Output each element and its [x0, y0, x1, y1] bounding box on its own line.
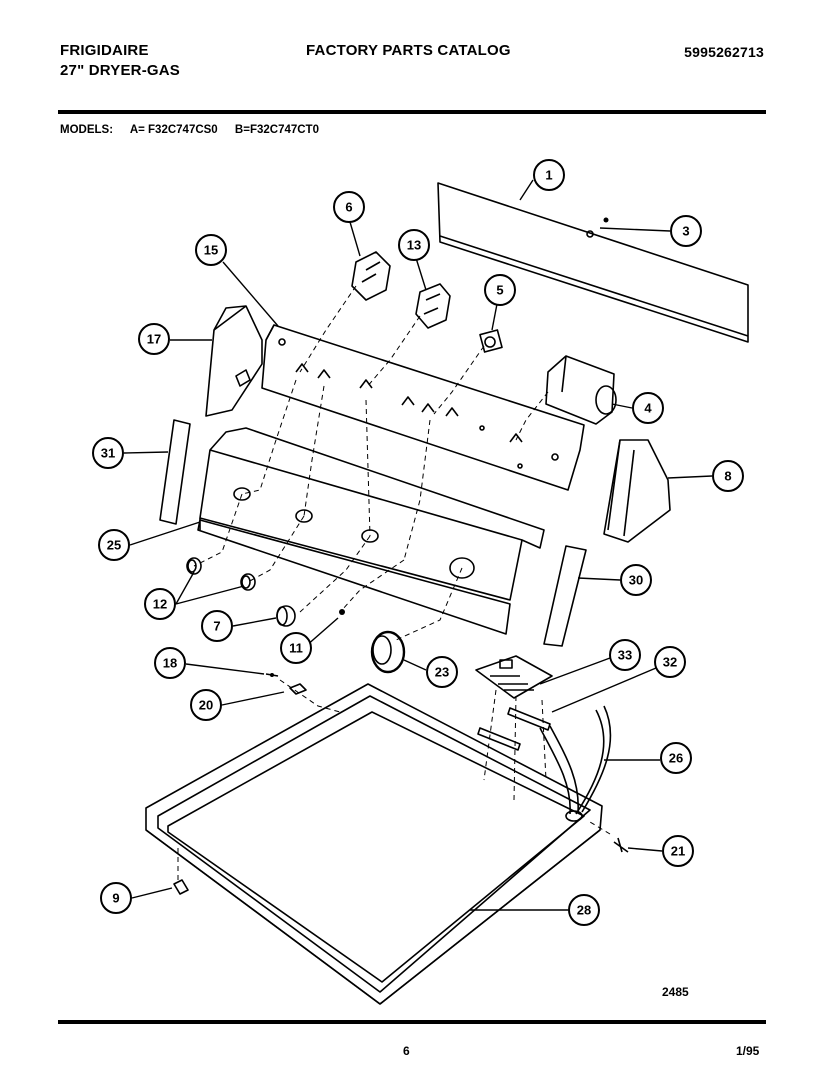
svg-text:18: 18 [163, 656, 177, 671]
svg-text:25: 25 [107, 538, 121, 553]
brand-name: FRIGIDAIRE [60, 42, 149, 59]
part-screw-21 [613, 837, 629, 853]
callout-5: 5 [484, 274, 516, 306]
svg-text:8: 8 [724, 469, 731, 484]
callout-26: 26 [660, 742, 692, 774]
callout-33: 33 [609, 639, 641, 671]
model-b: B=F32C747CT0 [234, 124, 319, 136]
part-rear-panel [437, 182, 749, 343]
callout-15: 15 [195, 234, 227, 266]
svg-text:5: 5 [496, 283, 503, 298]
part-knob-12b [240, 573, 256, 591]
svg-text:32: 32 [663, 655, 677, 670]
svg-text:21: 21 [671, 844, 685, 859]
callout-7: 7 [201, 610, 233, 642]
leader-lines [123, 179, 713, 911]
top-rule [58, 110, 766, 114]
part-right-endcap-8 [603, 439, 671, 543]
part-knob-7 [276, 605, 296, 627]
svg-text:15: 15 [204, 243, 218, 258]
svg-text:26: 26 [669, 751, 683, 766]
callout-28: 28 [568, 894, 600, 926]
callout-25: 25 [98, 529, 130, 561]
callout-23: 23 [426, 656, 458, 688]
part-timer-4 [545, 355, 617, 425]
callout-3: 3 [670, 215, 702, 247]
part-top-28 [145, 683, 603, 1005]
part-control-backplate [261, 324, 585, 491]
svg-text:28: 28 [577, 903, 591, 918]
callout-9: 9 [100, 882, 132, 914]
callout-8: 8 [712, 460, 744, 492]
part-left-trim-31 [159, 419, 191, 525]
part-screw-18 [265, 673, 279, 677]
catalog-part-number: 5995262713 [684, 44, 764, 60]
svg-text:13: 13 [407, 238, 421, 253]
svg-text:30: 30 [629, 573, 643, 588]
svg-text:11: 11 [289, 641, 303, 656]
page-date: 1/95 [736, 1044, 760, 1058]
svg-text:33: 33 [618, 648, 632, 663]
part-buzzer-5 [479, 329, 503, 353]
product-name: 27" DRYER-GAS [60, 62, 181, 79]
part-switch-13 [415, 283, 451, 329]
callout-20: 20 [190, 689, 222, 721]
part-console-25 [197, 427, 545, 635]
part-right-trim-30 [543, 545, 587, 647]
callout-17: 17 [138, 323, 170, 355]
svg-text:23: 23 [435, 665, 449, 680]
svg-text:4: 4 [644, 401, 652, 416]
assembly-guides [177, 285, 611, 880]
callout-32: 32 [654, 646, 686, 678]
bottom-rule [58, 1020, 766, 1024]
svg-text:20: 20 [199, 698, 213, 713]
svg-text:6: 6 [345, 200, 352, 215]
part-control-board-33 [475, 655, 553, 699]
callout-30: 30 [620, 564, 652, 596]
models-row: MODELS: A= F32C747CS0 B=F32C747CT0 [60, 124, 333, 136]
part-bracket-32 [477, 707, 551, 751]
part-knob-23 [370, 630, 406, 674]
callout-11: 11 [280, 632, 312, 664]
callout-21: 21 [662, 835, 694, 867]
callout-6: 6 [333, 191, 365, 223]
svg-text:7: 7 [213, 619, 220, 634]
svg-text:1: 1 [545, 168, 552, 183]
part-left-endcap-17 [205, 305, 263, 417]
part-spring-11 [339, 609, 345, 615]
catalog-title: FACTORY PARTS CATALOG [306, 42, 511, 59]
part-clip-9 [173, 879, 189, 895]
svg-text:9: 9 [112, 891, 119, 906]
svg-text:3: 3 [682, 224, 689, 239]
diagram-code: 2485 [662, 985, 689, 999]
callout-4: 4 [632, 392, 664, 424]
part-clip-20 [289, 683, 307, 695]
callout-1: 1 [533, 159, 565, 191]
svg-text:17: 17 [147, 332, 161, 347]
models-label: MODELS: [60, 124, 114, 136]
callout-13: 13 [398, 229, 430, 261]
part-knob-12a [186, 557, 202, 575]
svg-text:31: 31 [101, 446, 115, 461]
svg-text:12: 12 [153, 597, 167, 612]
model-a: A= F32C747CS0 [129, 124, 218, 136]
part-wire-harness-26 [539, 705, 612, 822]
callout-18: 18 [154, 647, 186, 679]
part-switch-6 [351, 251, 391, 301]
page-number: 6 [403, 1044, 410, 1058]
callout-12: 12 [144, 588, 176, 620]
callout-31: 31 [92, 437, 124, 469]
